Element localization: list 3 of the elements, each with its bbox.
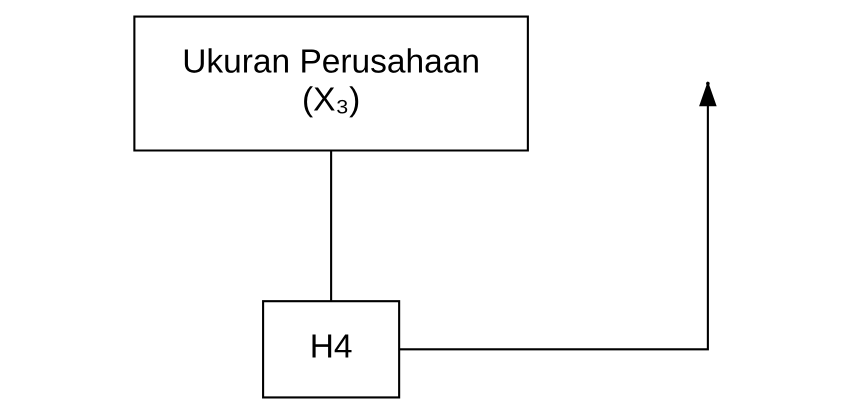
connector	[330, 150, 332, 301]
node-box: H4	[262, 300, 400, 399]
node-box: Ukuran Perusahaan (X₃)	[133, 15, 529, 152]
